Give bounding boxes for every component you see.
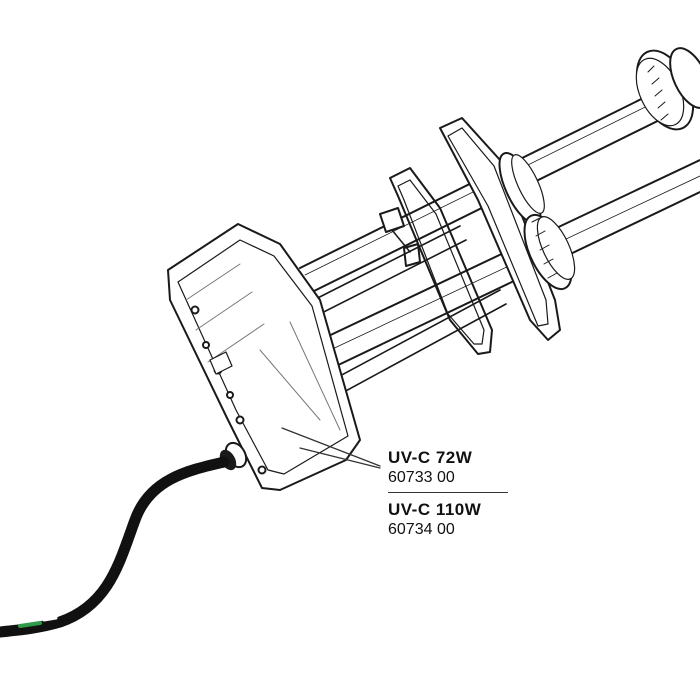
lamp-clip — [379, 207, 421, 267]
threaded-collar-upper — [498, 152, 545, 224]
part-callout-72w: UV-C 72W 60733 00 — [388, 448, 688, 488]
threaded-end-cap — [635, 47, 700, 131]
part-model-label: UV-C 72W — [388, 448, 473, 467]
cable-gland — [219, 441, 248, 471]
mounting-flange — [439, 117, 561, 341]
callout-leaders — [281, 427, 381, 469]
callout-divider — [388, 492, 508, 493]
threaded-collar-lower — [523, 213, 576, 291]
power-cable — [0, 456, 230, 638]
part-callout-110w: UV-C 110W 60734 00 — [388, 500, 688, 540]
lamp-housing — [167, 223, 361, 491]
part-model-label: UV-C 110W — [388, 500, 482, 519]
part-number: 60733 00 — [388, 469, 455, 486]
part-number: 60734 00 — [388, 521, 455, 538]
seal-gasket — [389, 167, 493, 355]
